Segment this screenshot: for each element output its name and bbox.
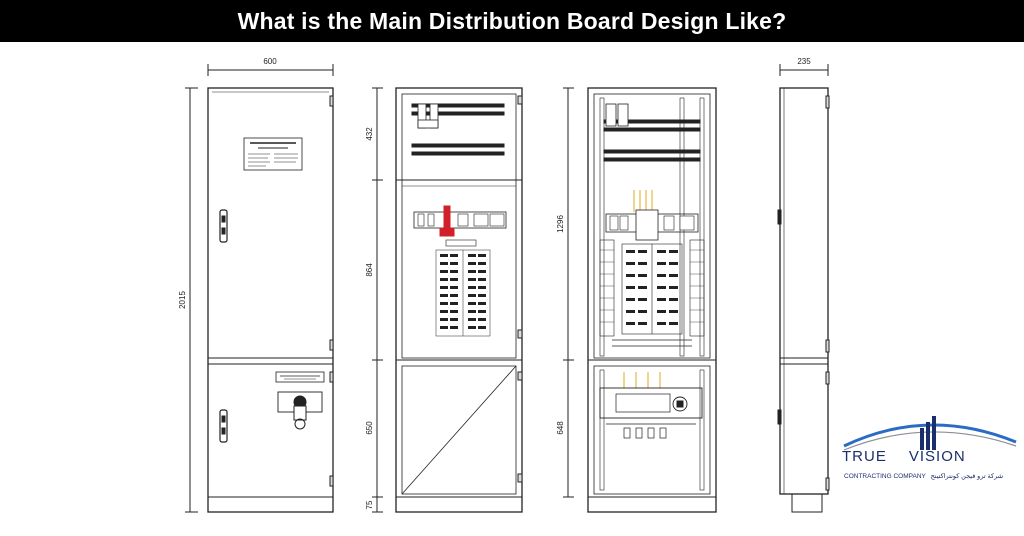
dim-inner-middle: 864 — [365, 263, 374, 277]
side-view — [777, 64, 830, 513]
logo-wordmark: TRUE VISION — [842, 448, 966, 465]
logo-wordmark-left: TRUE — [842, 448, 887, 465]
logo-wordmark-right: VISION — [908, 448, 966, 465]
inner-view — [372, 87, 523, 513]
dim-inner-top: 432 — [365, 127, 374, 141]
dim-side-depth: 235 — [797, 57, 811, 66]
logo-company-arabic: شركة ترو فيجن كونتراكتينج — [930, 473, 1004, 480]
logo-company: CONTRACTING COMPANY — [844, 473, 926, 480]
dim-inner-base: 75 — [365, 500, 374, 509]
dim-inner-lower: 650 — [365, 421, 374, 435]
dim-open-upper: 1296 — [556, 215, 565, 233]
logo-arc-icon — [843, 416, 1017, 451]
logo-company-line: CONTRACTING COMPANY شركة ترو فيجن كونترا… — [844, 472, 1003, 480]
dim-open-lower: 648 — [556, 421, 565, 435]
dim-front-width: 600 — [263, 57, 277, 66]
title-banner: What is the Main Distribution Board Desi… — [0, 0, 1024, 42]
front-view — [185, 64, 334, 513]
page-title: What is the Main Distribution Board Desi… — [237, 7, 787, 34]
open-view — [563, 87, 717, 513]
dim-front-height: 2015 — [178, 291, 187, 309]
true-vision-logo: TRUE VISION CONTRACTING COMPANY شركة ترو … — [836, 414, 1020, 486]
